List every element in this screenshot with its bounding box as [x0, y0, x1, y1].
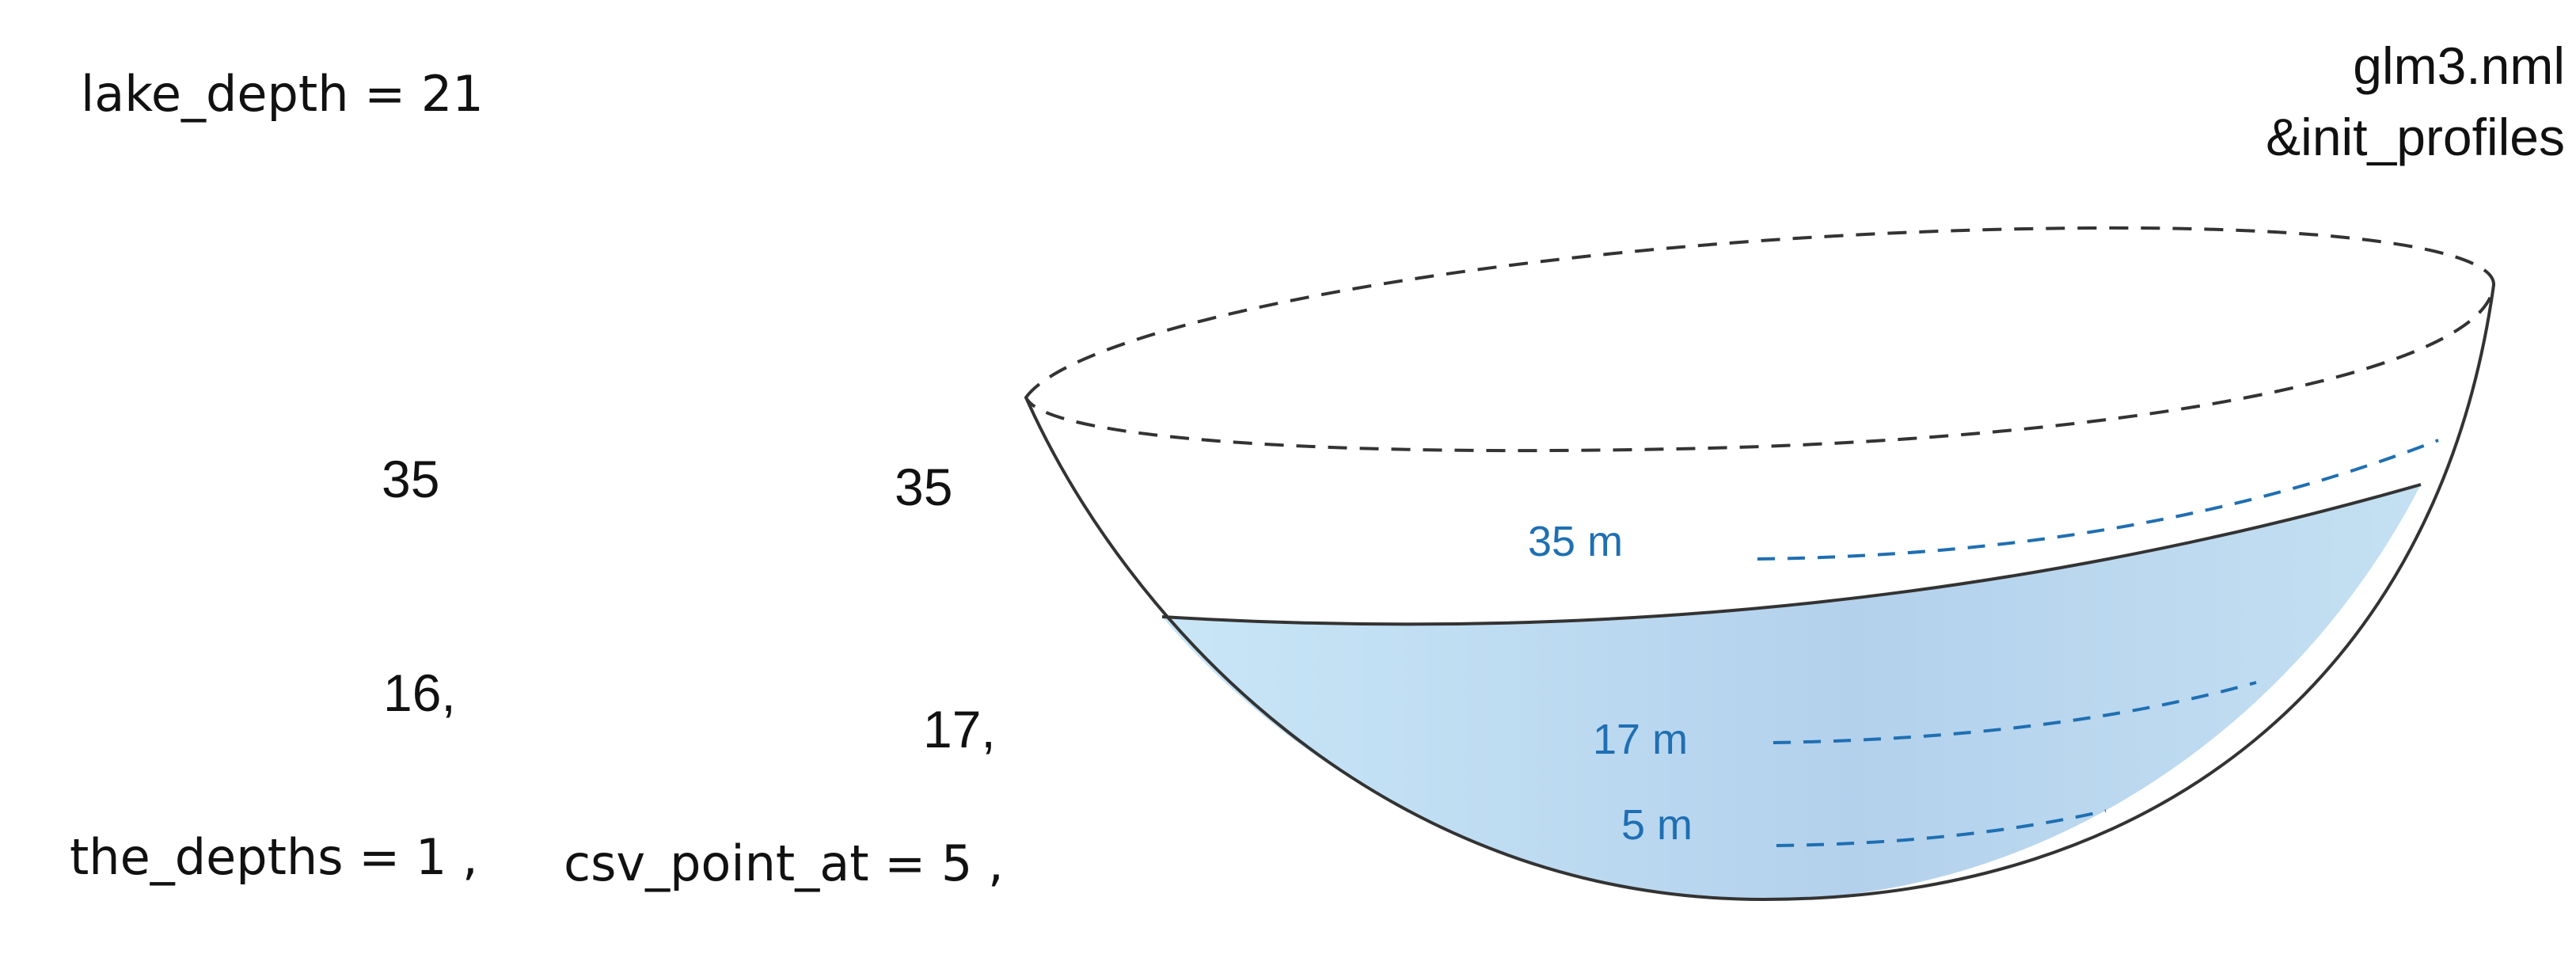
csv-point-value-mid: 17,	[923, 700, 996, 758]
lake-rim-dashed	[1024, 226, 2496, 453]
csv-point-value-top: 35	[895, 458, 952, 516]
lake-depth-param: lake_depth = 21	[81, 65, 484, 123]
the-depths-param: the_depths = 1 ,	[70, 828, 478, 886]
csv-point-at-param: csv_point_at = 5 ,	[564, 834, 1004, 892]
section-name-label: &init_profiles	[2266, 108, 2565, 166]
depth-label-17m: 17 m	[1593, 716, 1688, 763]
lake-basin-outline	[1024, 284, 2495, 902]
depth-line-17m	[1772, 681, 2257, 744]
lake-water	[1162, 485, 2421, 900]
the-depths-value-mid: 16,	[383, 663, 456, 722]
depth-line-35m	[1757, 439, 2439, 561]
file-name-label: glm3.nml	[2353, 36, 2565, 95]
water-surface-line	[1161, 483, 2422, 626]
depth-label-35m: 35 m	[1528, 518, 1623, 565]
depth-label-5m: 5 m	[1621, 801, 1693, 849]
the-depths-value-top: 35	[382, 450, 439, 508]
